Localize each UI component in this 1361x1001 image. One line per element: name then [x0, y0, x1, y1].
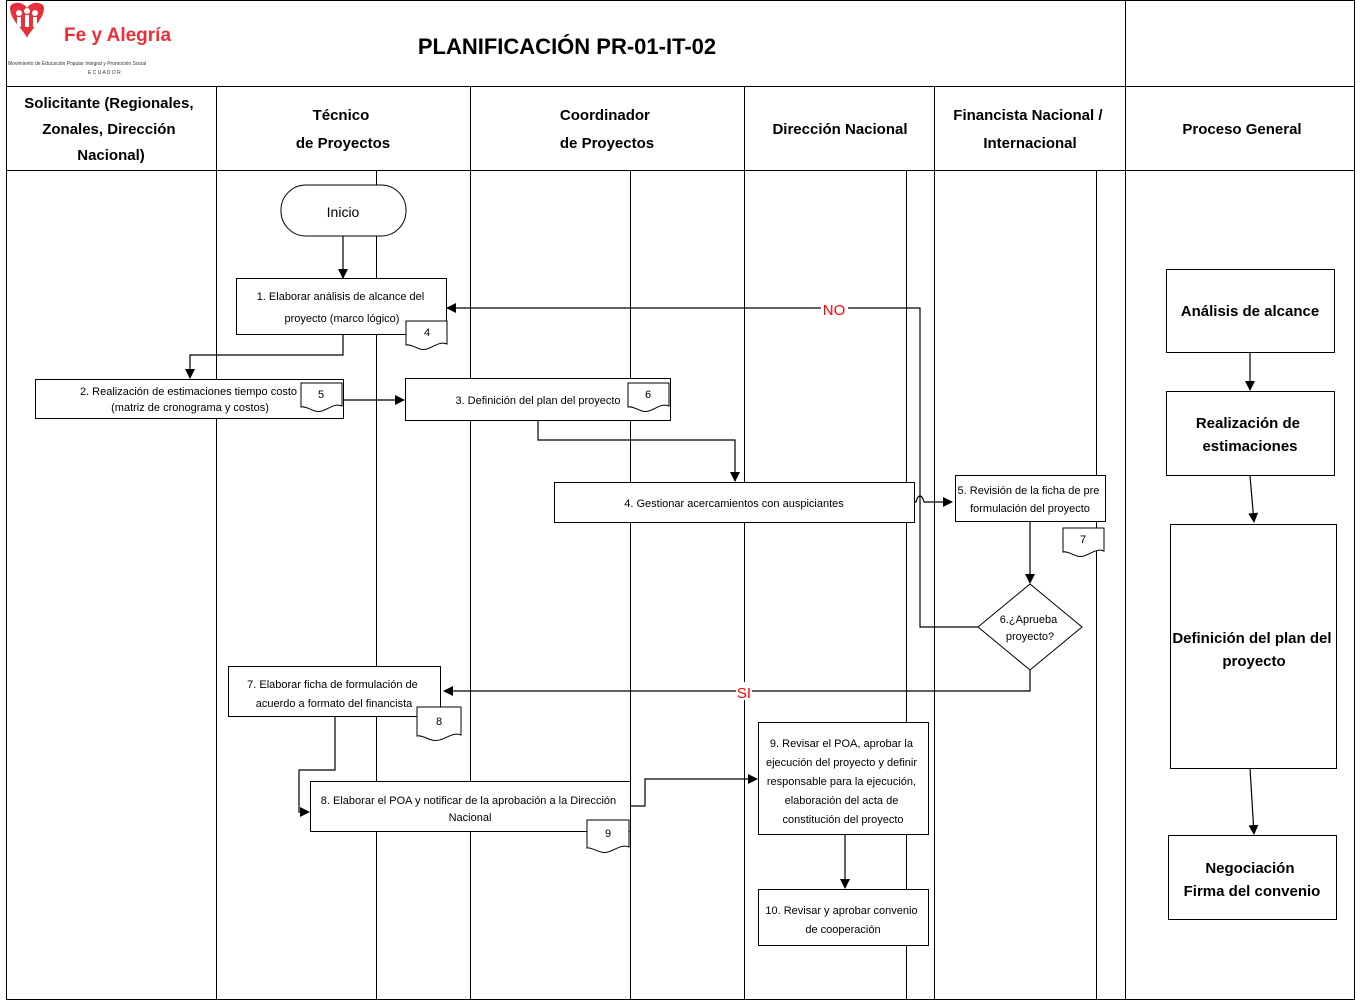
svg-text:Negociación Firma del co: Negociación Firma del convenio — [1184, 860, 1321, 900]
lane-header-tecnico: Técnico de Proyectos — [296, 107, 390, 152]
connector-gen-2-to-3 — [1248, 475, 1259, 523]
lane-header-proceso-general: Proceso General — [1182, 121, 1301, 138]
svg-text:9. Revisar el POA, aprobar la: 9. Revisar el POA, aprobar la ejecución … — [766, 738, 920, 826]
connector-3-to-4 — [537, 420, 740, 482]
general-process-1: Análisis de alcance — [1166, 269, 1335, 353]
lane-headers: Solicitante (Regionales, Zonales, Direcc… — [24, 95, 1301, 164]
svg-text:5. Revisión de la ficha de pre: 5. Revisión de la ficha de pre formulaci… — [958, 485, 1103, 515]
step-4-box: 4. Gestionar acercamientos con auspician… — [554, 482, 915, 523]
svg-text:4. Gestionar acercamientos con: 4. Gestionar acercamientos con auspician… — [624, 498, 844, 510]
svg-text:3. Definición del plan del pro: 3. Definición del plan del proyecto — [455, 395, 620, 407]
general-process-2: Realización de estimaciones — [1166, 391, 1335, 476]
document-icon-step-5: 7 — [1062, 527, 1105, 557]
diagram-title: PLANIFICACIÓN PR-01-IT-02 — [418, 34, 716, 59]
decision-labels: NO SI — [736, 299, 848, 702]
connector-6-si-to-7 — [443, 670, 1031, 696]
connectors — [185, 236, 1259, 889]
lane-header-coordinador: Coordinador de Proyectos — [560, 107, 654, 152]
step-3-box: 3. Definición del plan del proyecto — [405, 378, 671, 421]
svg-text:7. Elaborar ficha de formulaci: 7. Elaborar ficha de formulación de acue… — [247, 679, 421, 710]
lane-header-solicitante: Solicitante (Regionales, Zonales, Direcc… — [24, 95, 197, 164]
document-icon-step-2: 5 — [300, 382, 343, 412]
general-process-3: Definición del plan del proyecto — [1170, 524, 1337, 769]
lane-header-financista: Financista Nacional / Internacional — [953, 107, 1106, 152]
connector-1-to-2 — [185, 334, 344, 379]
connector-gen-3-to-4 — [1248, 767, 1259, 835]
svg-text:Definición del plan del: Definición del plan del proyecto — [1172, 630, 1335, 670]
svg-text:6: 6 — [645, 389, 651, 401]
svg-text:2. Realización de estimaciones: 2. Realización de estimaciones tiempo co… — [80, 386, 300, 414]
svg-text:9: 9 — [605, 828, 611, 840]
svg-text:Inicio: Inicio — [327, 204, 360, 220]
document-icon-step-8: 9 — [586, 819, 630, 853]
step-5-box: 5. Revisión de la ficha de pre formulaci… — [955, 475, 1106, 522]
svg-text:Realización de estimacio: Realización de estimaciones — [1196, 415, 1304, 455]
fe-y-alegria-logo: Fe y Alegría Movimiento de Educación Pop… — [8, 2, 171, 76]
step-8-box: 8. Elaborar el POA y notificar de la apr… — [310, 781, 631, 832]
logo-tagline: Movimiento de Educación Popular Integral… — [8, 61, 146, 67]
step-6-decision: 6.¿Aprueba proyecto? — [977, 583, 1083, 671]
svg-text:8. Elaborar el POA y notificar: 8. Elaborar el POA y notificar de la apr… — [321, 795, 619, 824]
label-no: NO — [823, 302, 846, 319]
step-9-box: 9. Revisar el POA, aprobar la ejecución … — [758, 722, 929, 835]
general-process-4: Negociación Firma del convenio — [1168, 835, 1337, 920]
start-node: Inicio — [280, 184, 407, 237]
lane-header-direccion: Dirección Nacional — [772, 121, 907, 138]
svg-text:10. Revisar y aprobar convenio: 10. Revisar y aprobar convenio de cooper… — [765, 905, 920, 936]
document-icon-step-7: 8 — [416, 706, 462, 741]
svg-text:Análisis de alcance: Análisis de alcance — [1181, 303, 1319, 320]
step-7-box: 7. Elaborar ficha de formulación de acue… — [228, 666, 441, 717]
svg-text:1. Elaborar análisis de alcanc: 1. Elaborar análisis de alcance del proy… — [257, 291, 428, 325]
connector-7-to-8 — [298, 717, 336, 817]
svg-text:8: 8 — [436, 716, 442, 728]
swimlane-grid — [6, 0, 1355, 1000]
connector-6-no-to-1 — [446, 303, 978, 628]
svg-text:7: 7 — [1080, 534, 1086, 546]
logo-country: E C U A D O R — [88, 70, 121, 76]
connector-8-to-9 — [630, 774, 758, 807]
svg-text:6.¿Aprueba proyecto?: 6.¿Aprueba proyecto? — [1000, 614, 1061, 643]
svg-text:5: 5 — [318, 389, 324, 401]
step-10-box: 10. Revisar y aprobar convenio de cooper… — [758, 889, 929, 946]
document-icon-step-3: 6 — [627, 382, 670, 412]
step-2-box: 2. Realización de estimaciones tiempo co… — [35, 379, 344, 419]
document-icon-step-1: 4 — [405, 320, 448, 350]
logo-brand: Fe y Alegría — [64, 25, 171, 46]
svg-text:4: 4 — [424, 327, 430, 339]
label-si: SI — [737, 685, 751, 702]
